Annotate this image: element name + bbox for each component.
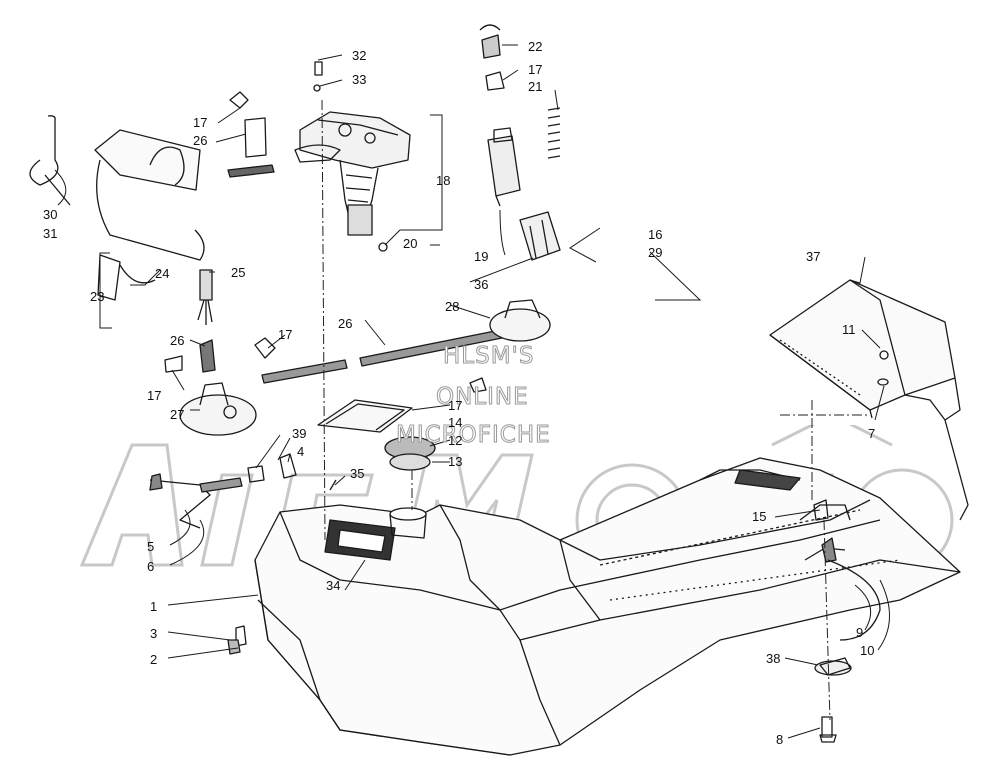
wiring-harness <box>29 91 275 373</box>
callout-34: 34 <box>326 578 341 593</box>
callout-32: 32 <box>352 48 367 63</box>
callout-17-clip-left: 17 <box>278 327 293 342</box>
callout-24: 24 <box>155 266 170 281</box>
callout-33: 33 <box>352 72 367 87</box>
callout-6: 6 <box>147 559 155 574</box>
callout-29: 29 <box>648 245 663 260</box>
fuel-pump-assembly <box>294 61 411 252</box>
callout-16: 16 <box>648 227 663 242</box>
callout-20: 20 <box>403 236 418 251</box>
callout-26-harness: 26 <box>193 133 208 148</box>
sending-unit-and-tubes <box>149 299 551 529</box>
callout-7: 7 <box>868 426 876 441</box>
callout-15: 15 <box>752 509 767 524</box>
callout-17-harness: 17 <box>193 115 208 130</box>
callout-18: 18 <box>436 173 451 188</box>
callout-11: 11 <box>842 322 856 337</box>
callout-28: 28 <box>445 299 460 314</box>
callout-8: 8 <box>776 732 784 747</box>
callout-26-rod-left: 26 <box>170 333 185 348</box>
callout-39: 39 <box>292 426 307 441</box>
callout-1: 1 <box>150 599 158 614</box>
callout-25: 25 <box>231 265 246 280</box>
callout-19: 19 <box>474 249 489 264</box>
fuel-pump-and-spring <box>479 24 561 261</box>
watermark-line-3: MICROFICHE <box>396 422 551 448</box>
callout-23: 23 <box>90 289 105 304</box>
callout-31: 31 <box>43 226 58 241</box>
callout-21: 21 <box>528 79 543 94</box>
callout-17-pump: 17 <box>528 62 543 77</box>
callout-12: 12 <box>448 433 463 448</box>
callout-37: 37 <box>806 249 821 264</box>
callout-30: 30 <box>43 207 58 222</box>
callout-27: 27 <box>170 407 185 422</box>
watermark-line-2: ONLINE <box>436 384 529 410</box>
callout-26-rod-right: 26 <box>338 316 353 331</box>
callout-36: 36 <box>474 277 489 292</box>
callout-3: 3 <box>150 626 158 641</box>
watermark-line-1: HLSM'S <box>442 343 535 369</box>
callout-5: 5 <box>147 539 155 554</box>
callout-22: 22 <box>528 39 543 54</box>
callout-4: 4 <box>297 444 305 459</box>
callout-9: 9 <box>856 625 864 640</box>
heat-shield <box>769 279 969 521</box>
fuel-tank-body <box>254 457 961 756</box>
callout-2: 2 <box>150 652 158 667</box>
callout-17-neck: 17 <box>448 398 463 413</box>
callout-35: 35 <box>350 466 365 481</box>
callout-13: 13 <box>448 454 463 469</box>
callout-38: 38 <box>766 651 781 666</box>
callout-10: 10 <box>860 643 875 658</box>
callout-17-sender-clip: 17 <box>147 388 162 403</box>
callout-14: 14 <box>448 415 463 430</box>
